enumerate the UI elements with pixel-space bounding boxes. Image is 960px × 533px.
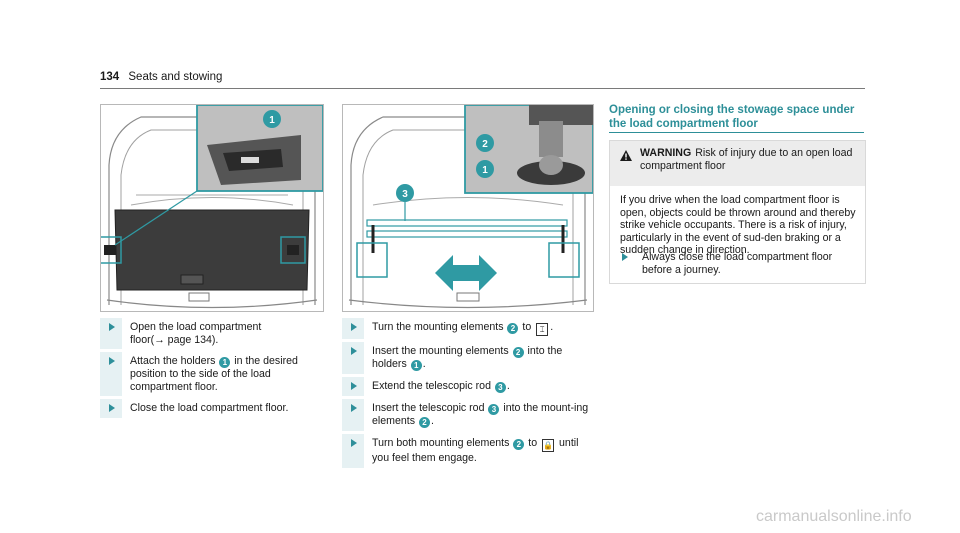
- warning-body: If you drive when the load compartment f…: [620, 194, 856, 257]
- step-arrow-icon: [351, 439, 357, 447]
- step-item: Turn the mounting elements 2 to ⌶.: [342, 318, 592, 339]
- step-item: Attach the holders 1 in the desired posi…: [100, 352, 330, 397]
- step-arrow-icon: [351, 382, 357, 390]
- callout-badge: 1: [219, 357, 231, 369]
- callout-badge: 3: [488, 404, 500, 415]
- step-item: Extend the telescopic rod 3.: [342, 377, 592, 396]
- illustration-telescopic-rod: 2 1 3: [342, 104, 594, 312]
- page-header: 134 Seats and stowing: [100, 71, 222, 85]
- warning-step: Always close the load compartment floor …: [620, 251, 858, 276]
- section-name: Seats and stowing: [128, 71, 223, 83]
- cross-ref-arrow: →: [154, 333, 165, 346]
- callout-badge: 2: [507, 323, 519, 334]
- step-arrow-icon: [109, 404, 115, 413]
- callout-badge: 2: [513, 439, 525, 450]
- callout-badge: 2: [512, 347, 524, 358]
- callout-badge: 3: [494, 382, 506, 393]
- lock-symbol-icon: 🔒: [542, 439, 555, 452]
- step-item: Insert the mounting elements 2 into the …: [342, 342, 592, 374]
- section-title: Opening or closing the stowage space und…: [609, 104, 855, 130]
- svg-text:1: 1: [269, 115, 275, 126]
- callout-3: [396, 184, 414, 202]
- steps-middle: Turn the mounting elements 2 to ⌶. Inser…: [342, 318, 592, 474]
- section-rule: [609, 132, 864, 133]
- svg-text:1: 1: [482, 165, 488, 176]
- illustration-load-floor-holders: 1: [100, 104, 324, 312]
- watermark: carmanualsonline.info: [756, 508, 912, 525]
- step-item: Open the load compartment floor(→ page 1…: [100, 318, 330, 350]
- svg-text:2: 2: [482, 139, 488, 150]
- warning-headline: Risk of injury due to an open load compa…: [640, 147, 853, 172]
- warning-keyword: WARNING: [640, 147, 692, 159]
- steps-left: Open the load compartment floor(→ page 1…: [100, 318, 330, 424]
- step-arrow-icon: [109, 357, 115, 366]
- page-link[interactable]: page 134).: [164, 333, 219, 346]
- step-arrow-icon: [351, 323, 357, 331]
- step-arrow-icon: [351, 347, 357, 355]
- warning-triangle-icon: [620, 150, 632, 161]
- step-arrow-icon: [622, 253, 628, 261]
- step-item: Insert the telescopic rod 3 into the mou…: [342, 399, 592, 431]
- callout-badge: 1: [410, 360, 422, 371]
- page-number: 134: [100, 71, 120, 83]
- callout-1: [476, 160, 494, 178]
- step-arrow-icon: [351, 404, 357, 412]
- callout-badge: 2: [418, 417, 430, 428]
- step-item: Close the load compartment floor.: [100, 399, 330, 418]
- callout-1: [263, 110, 281, 128]
- header-rule: [100, 88, 865, 89]
- unlock-symbol-icon: ⌶: [536, 323, 549, 336]
- step-arrow-icon: [109, 323, 115, 331]
- step-item: Turn both mounting elements 2 to 🔒 until…: [342, 434, 592, 468]
- svg-text:3: 3: [402, 189, 408, 200]
- callout-2: [476, 134, 494, 152]
